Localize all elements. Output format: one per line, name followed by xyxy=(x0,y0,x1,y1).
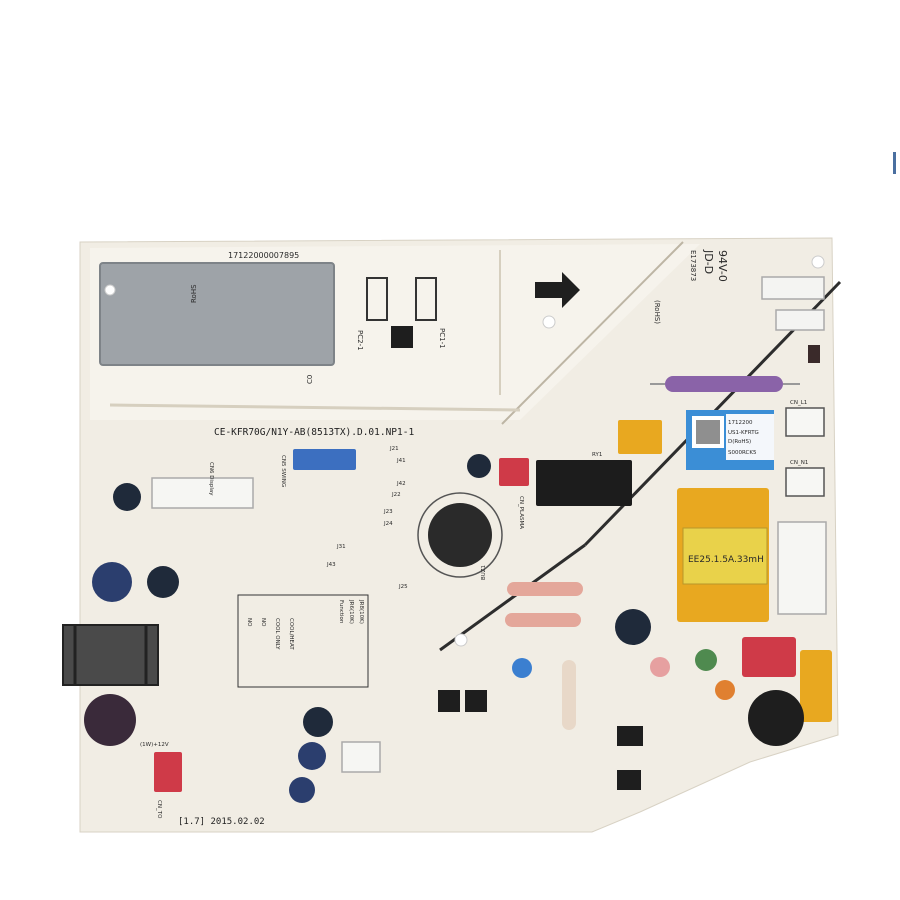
white-connector-lower xyxy=(341,741,381,773)
cap-e1 xyxy=(615,609,651,645)
power-connector xyxy=(777,521,827,615)
cn-n-terminal xyxy=(785,467,825,497)
capacitor-rohs-label: RoHS xyxy=(190,284,198,303)
pc-terminal xyxy=(391,326,413,348)
display-connector xyxy=(151,477,254,509)
date-code: [1.7] 2015.02.02 xyxy=(178,817,265,827)
resistor-vertical xyxy=(562,660,576,730)
heatsink xyxy=(63,625,158,685)
svg-text:J21: J21 xyxy=(389,446,399,452)
white-connector-top xyxy=(761,276,825,300)
cap-e8 xyxy=(289,777,315,803)
svg-text:RY1: RY1 xyxy=(592,452,602,458)
svg-text:CN5 SWING: CN5 SWING xyxy=(280,455,286,487)
cap-e7 xyxy=(113,483,141,511)
capacitor-label: C0 xyxy=(306,375,314,384)
svg-text:JR6(10K): JR6(10K) xyxy=(348,599,354,624)
yellow-capacitor-right xyxy=(800,650,832,722)
purple-resistor xyxy=(665,376,783,392)
svg-text:(1W)+12V: (1W)+12V xyxy=(140,742,169,748)
red-connector-plasma xyxy=(499,458,529,486)
svg-text:CN_L1: CN_L1 xyxy=(790,400,807,406)
svg-text:J41: J41 xyxy=(396,458,406,464)
blue-swing-connector xyxy=(293,449,356,470)
svg-text:JR8(10K): JR8(10K) xyxy=(358,599,364,624)
svg-text:J24: J24 xyxy=(383,521,393,527)
svg-text:CN_PLASMA: CN_PLASMA xyxy=(518,496,524,529)
svg-text:1712200: 1712200 xyxy=(728,420,753,426)
red-connector-right xyxy=(742,637,796,677)
buzzer xyxy=(428,503,492,567)
cap-e12 xyxy=(303,707,333,737)
svg-text:US1-KFRTG: US1-KFRTG xyxy=(728,430,759,436)
board-model: CE-KFR70G/N1Y-AB(8513TX).D.01.NP1-1 xyxy=(214,427,414,438)
svg-text:J43: J43 xyxy=(326,562,336,568)
svg-text:D(RoHS): D(RoHS) xyxy=(728,439,751,445)
blue-cap xyxy=(512,658,532,678)
ic-lower xyxy=(617,770,641,790)
grey-x-capacitor xyxy=(100,263,334,365)
red-connector-left xyxy=(154,752,182,792)
svg-text:CN_N1: CN_N1 xyxy=(790,460,808,466)
arrow-mark xyxy=(535,272,580,308)
cap-large-bottom xyxy=(84,694,136,746)
svg-text:Function: Function xyxy=(338,600,344,624)
svg-text:BUZ1: BUZ1 xyxy=(481,565,487,580)
pc2-label: PC2-1 xyxy=(356,330,364,351)
green-varistor xyxy=(695,649,717,671)
top-serial: 17122000007895 xyxy=(228,251,299,260)
svg-text:CN_TO: CN_TO xyxy=(156,800,162,819)
svg-text:J22: J22 xyxy=(391,492,401,498)
svg-text:COOL/HEAT: COOL/HEAT xyxy=(288,618,294,650)
orange-cap xyxy=(715,680,735,700)
svg-text:JD-D: JD-D xyxy=(702,249,715,274)
svg-text:COOL ONLY: COOL ONLY xyxy=(274,618,280,650)
ul-mark-group: JD-D 94V-0 E173873 xyxy=(689,249,729,282)
rohs-mark: (RoHS) xyxy=(653,300,661,324)
svg-text:E173873: E173873 xyxy=(689,250,697,281)
svg-text:94V-0: 94V-0 xyxy=(716,250,729,282)
white-connector-small xyxy=(775,309,825,331)
svg-text:J31: J31 xyxy=(336,544,346,550)
config-truth-table: Function JR6(10K) JR8(10K) NO NO COOL ON… xyxy=(237,594,369,688)
black-inductor xyxy=(748,690,804,746)
pink-varistor xyxy=(650,657,670,677)
jumper-labels: J21 J41 J42 J22 J23 J24 J31 J43 J25 xyxy=(326,446,408,590)
power-resistor-2 xyxy=(505,613,581,627)
pc1-label: PC1-1 xyxy=(438,328,446,349)
yellow-fuse-block xyxy=(618,420,662,454)
ic-pc817-a xyxy=(438,690,460,712)
svg-text:J23: J23 xyxy=(383,509,393,515)
cap-e9 xyxy=(298,742,326,770)
blue-edge-mark xyxy=(893,152,896,174)
ic-pc817-b xyxy=(465,690,487,712)
cap-e5 xyxy=(147,566,179,598)
svg-text:NO: NO xyxy=(260,618,266,627)
power-resistor-1 xyxy=(507,582,583,596)
ic-tlp xyxy=(617,726,643,746)
relay xyxy=(536,460,632,506)
svg-text:S000RCK5: S000RCK5 xyxy=(728,450,757,456)
svg-text:NO: NO xyxy=(246,618,252,627)
svg-text:J42: J42 xyxy=(396,481,406,487)
svg-text:J25: J25 xyxy=(398,584,408,590)
cn-l-terminal xyxy=(785,407,825,437)
switch xyxy=(808,345,820,363)
cap-e10 xyxy=(467,454,491,478)
svg-text:CN6 Display: CN6 Display xyxy=(208,462,214,496)
transformer-label: EE25.1.5A.33mH xyxy=(688,555,764,565)
cap-blue-large xyxy=(92,562,132,602)
